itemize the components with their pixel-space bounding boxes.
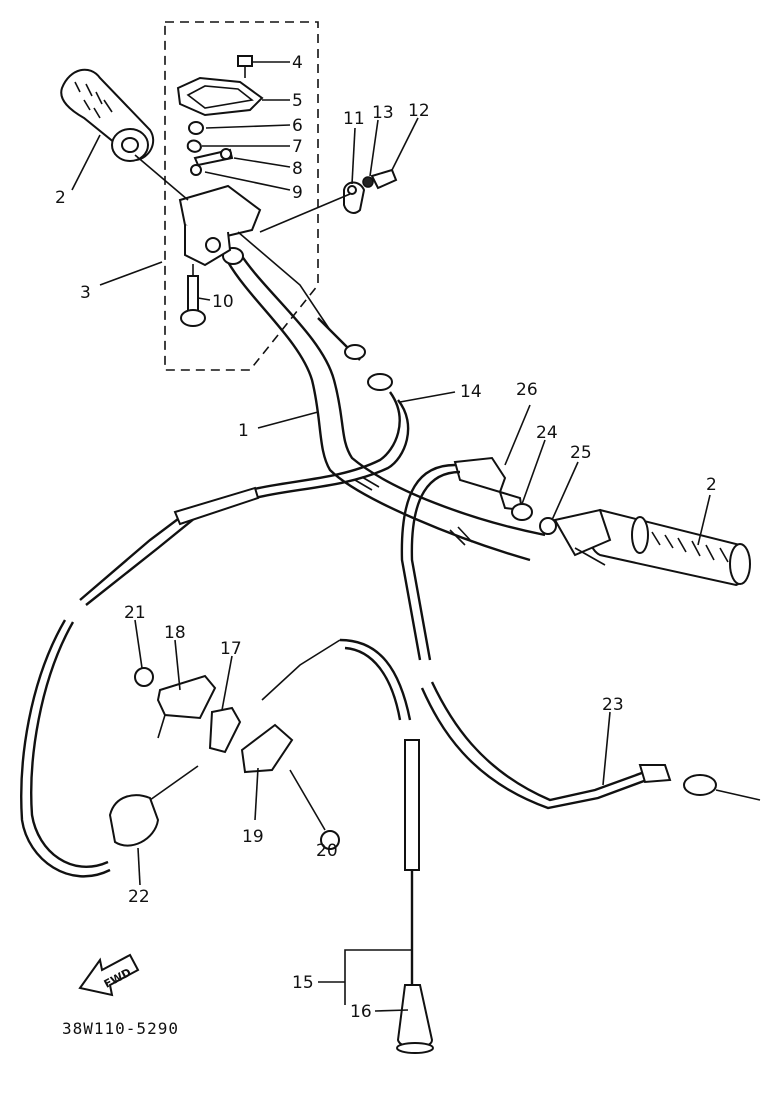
lever-assembly [400, 456, 761, 810]
callout-20: 20 [316, 841, 338, 861]
throttle-bolt-parts [259, 168, 398, 233]
callout-14: 14 [460, 382, 482, 402]
right-grip [587, 508, 751, 587]
callout-17: 17 [220, 639, 242, 659]
callout-8: 8 [292, 159, 303, 179]
callout-5: 5 [292, 91, 303, 111]
callout-19: 19 [242, 827, 264, 847]
callout-11: 11 [343, 109, 365, 129]
callout-9: 9 [292, 183, 303, 203]
fwd-arrow: FWD [78, 953, 140, 997]
drawing-code: 38W110-5290 [62, 1019, 179, 1038]
callout-6: 6 [292, 116, 303, 136]
callout-7: 7 [292, 137, 303, 157]
callout-23: 23 [602, 695, 624, 715]
handlebar [222, 247, 546, 562]
throttle-cable [20, 231, 410, 878]
callout-2-left: 2 [55, 188, 66, 208]
callout-26: 26 [516, 380, 538, 400]
callout-21: 21 [124, 603, 146, 623]
callout-18: 18 [164, 623, 186, 643]
choke-cable [261, 638, 434, 1054]
callout-12: 12 [408, 101, 430, 121]
callout-10: 10 [212, 292, 234, 312]
throttle-housing [176, 55, 264, 327]
callout-24: 24 [536, 423, 558, 443]
callout-25: 25 [570, 443, 592, 463]
callout-22: 22 [128, 887, 150, 907]
callout-3: 3 [80, 283, 91, 303]
left-grip [60, 68, 155, 162]
callout-4: 4 [292, 53, 303, 73]
callout-2-right: 2 [706, 475, 717, 495]
small-parts [108, 667, 340, 850]
leader-lines [71, 61, 711, 1012]
callout-13: 13 [372, 103, 394, 123]
callout-15: 15 [292, 973, 314, 993]
callout-labels: 1 2 2 3 4 5 6 7 8 9 10 11 12 13 14 15 16… [55, 53, 717, 1022]
subassembly-dashed-box [164, 21, 319, 371]
callout-1: 1 [238, 421, 249, 441]
callout-16: 16 [350, 1002, 372, 1022]
